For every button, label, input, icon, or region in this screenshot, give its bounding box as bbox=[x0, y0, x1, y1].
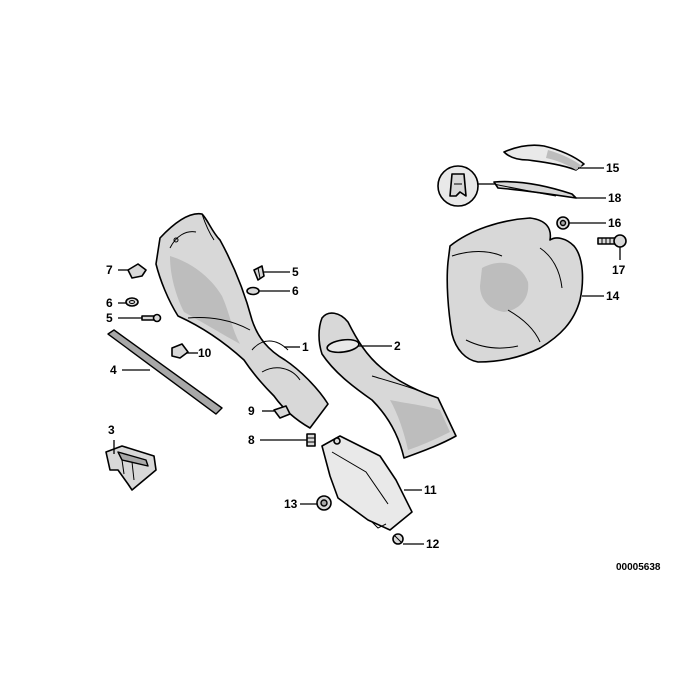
part-1-console-trim bbox=[155, 213, 329, 429]
part-16-nut bbox=[556, 216, 570, 230]
part-13-grommet bbox=[316, 495, 332, 511]
callout-11: 11 bbox=[424, 483, 437, 497]
part-18-clip-ring bbox=[493, 180, 577, 199]
part-7-clip bbox=[127, 263, 147, 279]
part-15-trim bbox=[503, 144, 585, 171]
part-3-bracket bbox=[105, 445, 157, 491]
callout-2: 2 bbox=[394, 339, 401, 353]
callout-15: 15 bbox=[606, 161, 620, 175]
part-6-washer-left bbox=[125, 297, 139, 307]
part-10-nut bbox=[171, 343, 189, 359]
part-5-screw-upper bbox=[253, 265, 265, 281]
callout-numbers: 1 2 3 4 5 6 6 5 7 8 9 10 11 12 13 14 15 … bbox=[106, 161, 626, 551]
part-6-washer-upper bbox=[246, 286, 260, 296]
part-12-screw bbox=[392, 533, 404, 545]
part-4-strip bbox=[107, 329, 223, 415]
callout-18: 18 bbox=[608, 191, 622, 205]
part-9-clip bbox=[273, 405, 291, 419]
callout-6-left: 6 bbox=[106, 296, 113, 310]
callout-7: 7 bbox=[106, 263, 113, 277]
part-18-detail-bubble bbox=[437, 165, 494, 207]
diagram-number: 00005638 bbox=[616, 562, 661, 573]
callout-12: 12 bbox=[426, 537, 440, 551]
callout-16: 16 bbox=[608, 216, 622, 230]
callout-9: 9 bbox=[248, 404, 255, 418]
part-2-side-trim bbox=[318, 312, 457, 459]
callout-3: 3 bbox=[108, 423, 115, 437]
leader-lines bbox=[113, 167, 621, 545]
callout-13: 13 bbox=[284, 497, 298, 511]
part-14-cover bbox=[446, 217, 584, 363]
callout-14: 14 bbox=[606, 289, 620, 303]
part-11-lower-panel bbox=[321, 435, 413, 531]
callout-4: 4 bbox=[110, 363, 117, 377]
part-5-screw-left bbox=[141, 313, 162, 323]
part-17-bolt bbox=[597, 234, 627, 248]
callout-5-left: 5 bbox=[106, 311, 113, 325]
callout-6-upper: 6 bbox=[292, 284, 299, 298]
callout-8: 8 bbox=[248, 433, 255, 447]
callout-10: 10 bbox=[198, 346, 212, 360]
part-8-screw bbox=[306, 433, 316, 447]
callout-1: 1 bbox=[302, 340, 309, 354]
callout-17: 17 bbox=[612, 263, 626, 277]
callout-5-upper: 5 bbox=[292, 265, 299, 279]
